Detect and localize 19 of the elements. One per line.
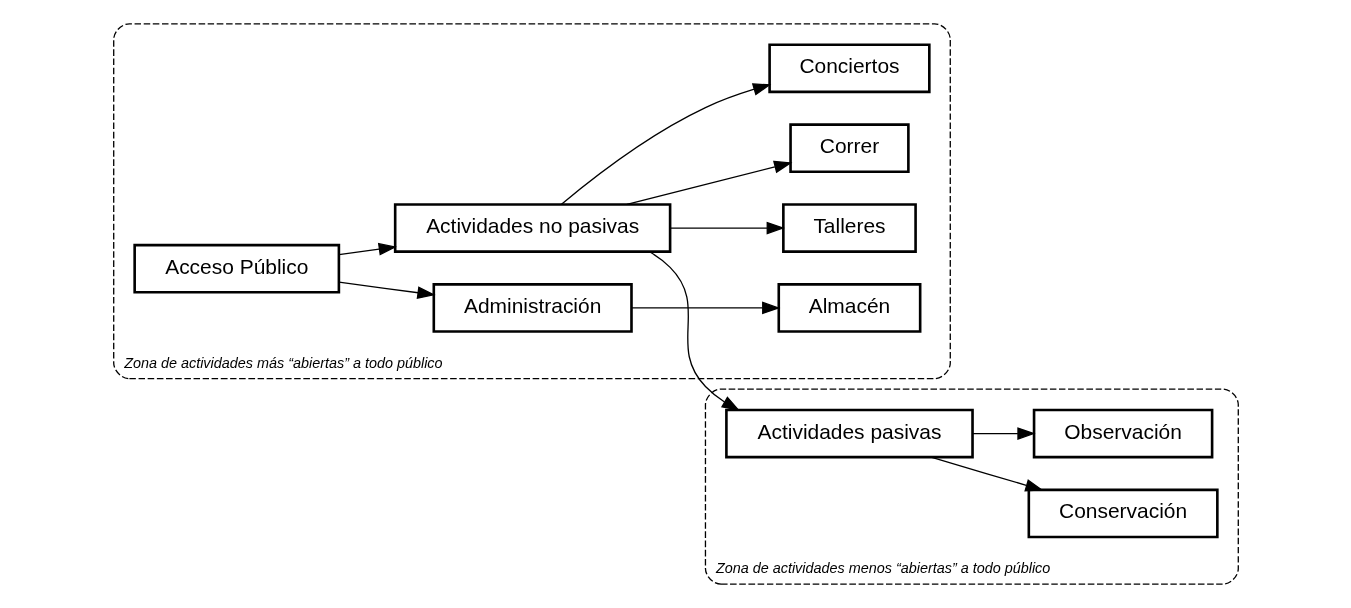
node-box: Observación [1032,408,1213,459]
arrow [560,83,771,206]
arrow [337,281,436,300]
node-box: Acceso Público [132,243,340,294]
arrow [648,251,740,411]
arrow [337,242,397,256]
arrow [669,221,785,235]
node-box: Talleres [781,203,917,253]
node-box: Conciertos [767,43,931,94]
arrow [630,301,780,315]
node-box: Administración [432,283,633,333]
arrow [625,160,792,206]
arrow [971,427,1036,441]
node-box: Actividades no pasivas [393,203,671,253]
arrow [929,456,1044,492]
node-box: Conservación [1027,488,1219,539]
node-box: Correr [788,123,910,174]
node-box: Actividades pasivas [724,408,974,459]
node-box: Almacén [776,283,921,333]
